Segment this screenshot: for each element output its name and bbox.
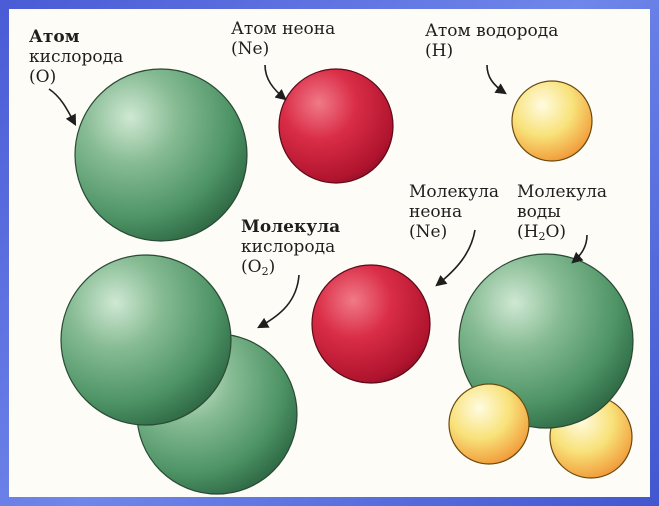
arrow-neon-molecule [435,229,476,287]
diagram-canvas [48,64,634,495]
neon-molecule-label-line1: Молекула [409,182,500,202]
oxygen-atom-label: Атом кислорода (O) [29,27,123,87]
neon-molecule-label: Молекула неона (Ne) [409,182,499,242]
arrow-oxygen-atom [48,88,77,126]
oxygen-atom-label-line3: (O) [29,67,57,87]
water-molecule-formula: (H2O) [517,222,567,243]
oxygen-molecule-label-line1: Молекула [241,217,341,237]
neon-atom-label-line2: (Ne) [231,39,270,59]
oxygen-atom-label-line1: Атом [29,27,80,47]
oxygen-molecule [60,254,298,495]
neon-atom-label-line1: Атом неона [231,19,336,39]
neon-molecule-label-line2: неона [409,202,463,222]
water-molecule-label: Молекула воды (H2O) [517,182,607,242]
oxygen-molecule-label: Молекула кислорода (O2) [241,217,340,277]
oxygen-atom [74,68,248,242]
arrow-neon-atom [264,64,287,101]
water-molecule-label-line1: Молекула [517,182,608,202]
hydrogen-atom-label: Атом водорода (H) [425,21,558,61]
oxygen-molecule-label-line2: кислорода [241,237,336,257]
water-molecule-label-line2: воды [517,202,561,222]
oxygen-atom-label-line2: кислорода [29,47,124,67]
arrow-oxygen-molecule [257,274,300,329]
neon-atom [278,68,394,184]
neon-molecule-label-line3: (Ne) [409,222,448,242]
arrow-hydrogen-atom [486,64,507,95]
neon-atom-label: Атом неона (Ne) [231,19,335,59]
diagram-panel: Атом кислорода (O) Атом неона (Ne) Атом … [9,9,650,497]
hydrogen-atom-label-line1: Атом водорода [425,21,559,41]
hydrogen-atom [511,80,593,162]
water-molecule [448,253,634,479]
neon-molecule [311,264,431,384]
hydrogen-atom-label-line2: (H) [425,41,454,61]
oxygen-molecule-formula: (O2) [241,257,276,278]
arrow-water-molecule [571,234,588,264]
